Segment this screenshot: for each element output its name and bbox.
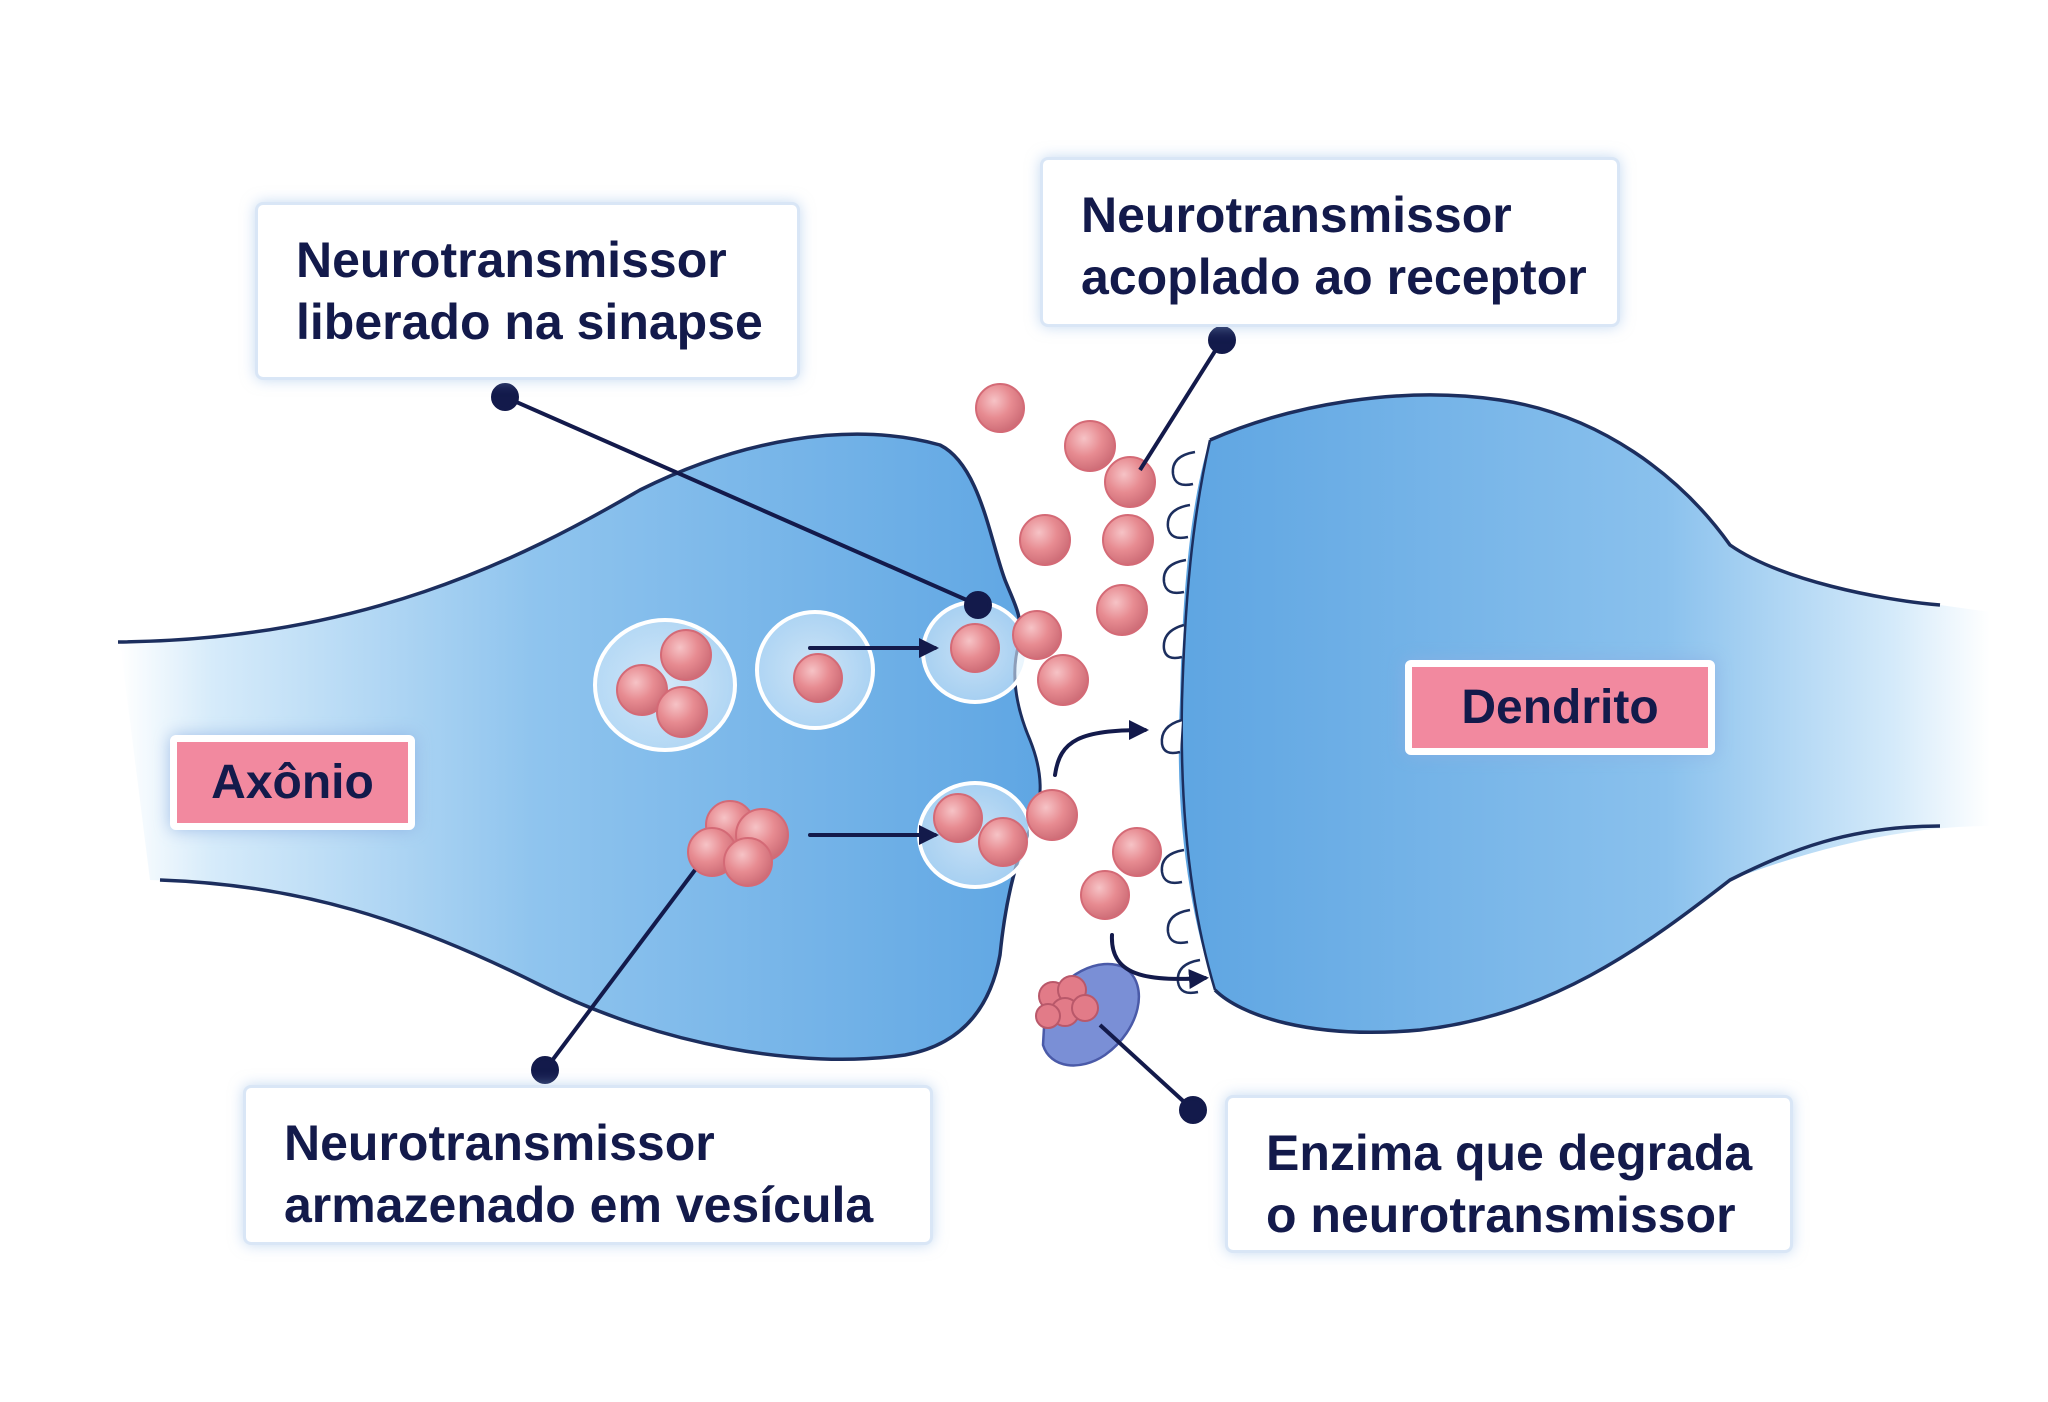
molecule (1112, 827, 1162, 877)
molecule (1012, 610, 1062, 660)
axon-outline-top (117, 432, 1023, 644)
dendrite-outline-top (1209, 393, 1941, 607)
receptor (1171, 450, 1196, 487)
callout-enzyme: Enzima que degrada o neurotransmissor (1225, 1095, 1793, 1253)
arrow-to-degradation (1109, 933, 1209, 990)
callout-stored-line-2: armazenado em vesícula (284, 1177, 874, 1233)
receptor (1160, 718, 1183, 755)
molecule (975, 383, 1025, 433)
tag-dendrite: Dendrito (1405, 660, 1715, 755)
leader-dot (964, 591, 992, 619)
callout-released-line-1: Neurotransmissor (296, 232, 727, 288)
molecule (950, 623, 1000, 673)
molecule (723, 837, 773, 887)
molecule (793, 653, 843, 703)
callout-bound-line-2: acoplado ao receptor (1081, 249, 1587, 305)
molecule (1019, 514, 1071, 566)
receptor (1162, 623, 1185, 660)
leader-lines (491, 326, 1236, 1124)
molecule (1102, 514, 1154, 566)
callout-released-line-2: liberado na sinapse (296, 294, 763, 350)
dendrite-outline-bottom (1213, 824, 1941, 1034)
molecule (656, 686, 708, 738)
molecule (1104, 456, 1156, 508)
enzyme (1035, 962, 1141, 1067)
callout-bound-neurotransmitter: Neurotransmissor acoplado ao receptor (1040, 157, 1620, 327)
callout-released-neurotransmitter: Neurotransmissor liberado na sinapse (255, 202, 800, 380)
molecule (1064, 420, 1116, 472)
axon-outline-bottom (159, 829, 1032, 1061)
molecule (1096, 584, 1148, 636)
callout-enzyme-line-1: Enzima que degrada (1266, 1125, 1753, 1181)
dendrite-membrane (1180, 439, 1217, 991)
callout-stored-line-1: Neurotransmissor (284, 1115, 715, 1171)
tag-axon: Axônio (170, 735, 415, 830)
leader-dot (491, 383, 519, 411)
molecule (1026, 789, 1078, 841)
molecule (933, 793, 983, 843)
callout-bound-line-1: Neurotransmissor (1081, 187, 1512, 243)
callout-stored-neurotransmitter: Neurotransmissor armazenado em vesícula (243, 1085, 933, 1245)
molecule (616, 664, 668, 716)
callout-enzyme-line-2: o neurotransmissor (1266, 1187, 1736, 1243)
receptor (1176, 958, 1201, 995)
molecule (1080, 870, 1130, 920)
receptor (1166, 908, 1191, 945)
receptor (1166, 503, 1191, 540)
axon-terminal (120, 434, 1041, 1060)
leader-dot (1179, 1096, 1207, 1124)
receptor-group (1160, 450, 1201, 995)
leader-dot (1208, 326, 1236, 354)
receptor (1160, 848, 1185, 885)
receptor (1162, 558, 1187, 595)
arrow-to-receptor (1053, 720, 1149, 777)
neurotransmitter-molecules (616, 383, 1162, 920)
molecule (1037, 654, 1089, 706)
movement-arrows (808, 638, 1209, 990)
molecule (660, 629, 712, 681)
molecule (978, 817, 1028, 867)
leader-dot (531, 1056, 559, 1084)
